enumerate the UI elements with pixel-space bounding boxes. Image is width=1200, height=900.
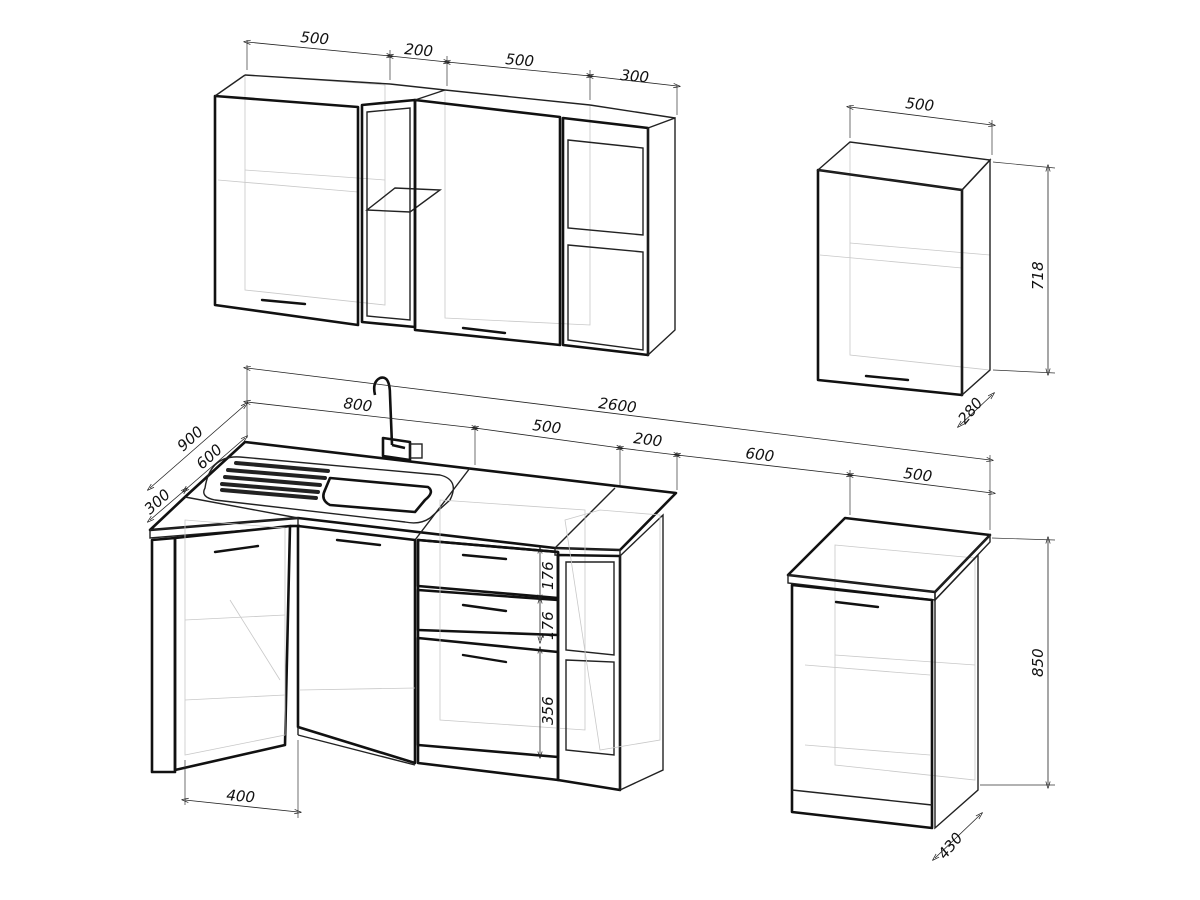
- sink: [203, 376, 454, 524]
- base-cabinet-separate: 850 430: [786, 516, 1056, 863]
- base-dimensions: 2600 800 500 200 600 500 900 600 300 176…: [141, 365, 992, 818]
- dim-base-height-850: 850: [1029, 648, 1047, 677]
- dim-sep-500: 500: [903, 464, 934, 485]
- wall-open-shelf-200: [360, 83, 446, 329]
- dim-wall-200: 200: [404, 40, 434, 60]
- drawer-1: [416, 538, 560, 600]
- base-open-shelf: [556, 509, 664, 792]
- dim-drawer-500: 500: [532, 416, 563, 437]
- base-corner-cabinet: [150, 519, 300, 774]
- wall-dimensions: 500 200 500 300: [247, 28, 677, 115]
- drawer-3: [416, 636, 560, 759]
- dim-drawer-176-a: 176: [539, 561, 557, 590]
- base-cabinet-row: [148, 376, 678, 792]
- wall-cabinet-row: [213, 74, 676, 357]
- dim-wall-height-718: 718: [1029, 261, 1047, 290]
- wall-open-shelf-300: [561, 104, 676, 357]
- dim-corner-600: 600: [193, 440, 226, 473]
- dim-gap-600: 600: [745, 444, 776, 465]
- dim-wall-500-b: 500: [505, 50, 535, 70]
- dim-wall-500-a: 500: [300, 28, 330, 48]
- wall-cabinet-500-left: [213, 74, 391, 327]
- dim-drawer-176-b: 176: [539, 611, 557, 640]
- dim-wall-300: 300: [620, 66, 650, 86]
- wall-cabinet-500-right: [413, 89, 591, 347]
- dim-sink-800: 800: [343, 394, 374, 415]
- dim-drawer-356: 356: [539, 696, 557, 725]
- dim-base-depth-430: 430: [934, 829, 966, 863]
- dim-shelf-200: 200: [633, 429, 664, 450]
- base-sink-cabinet: [296, 524, 417, 766]
- dim-total-2600: 2600: [598, 394, 638, 417]
- dim-wall-depth-280: 280: [954, 394, 986, 428]
- dim-wall-sep-500: 500: [905, 94, 935, 115]
- dim-corner-door-400: 400: [226, 786, 256, 806]
- wall-cabinet-separate: 500 718 280: [816, 94, 1056, 428]
